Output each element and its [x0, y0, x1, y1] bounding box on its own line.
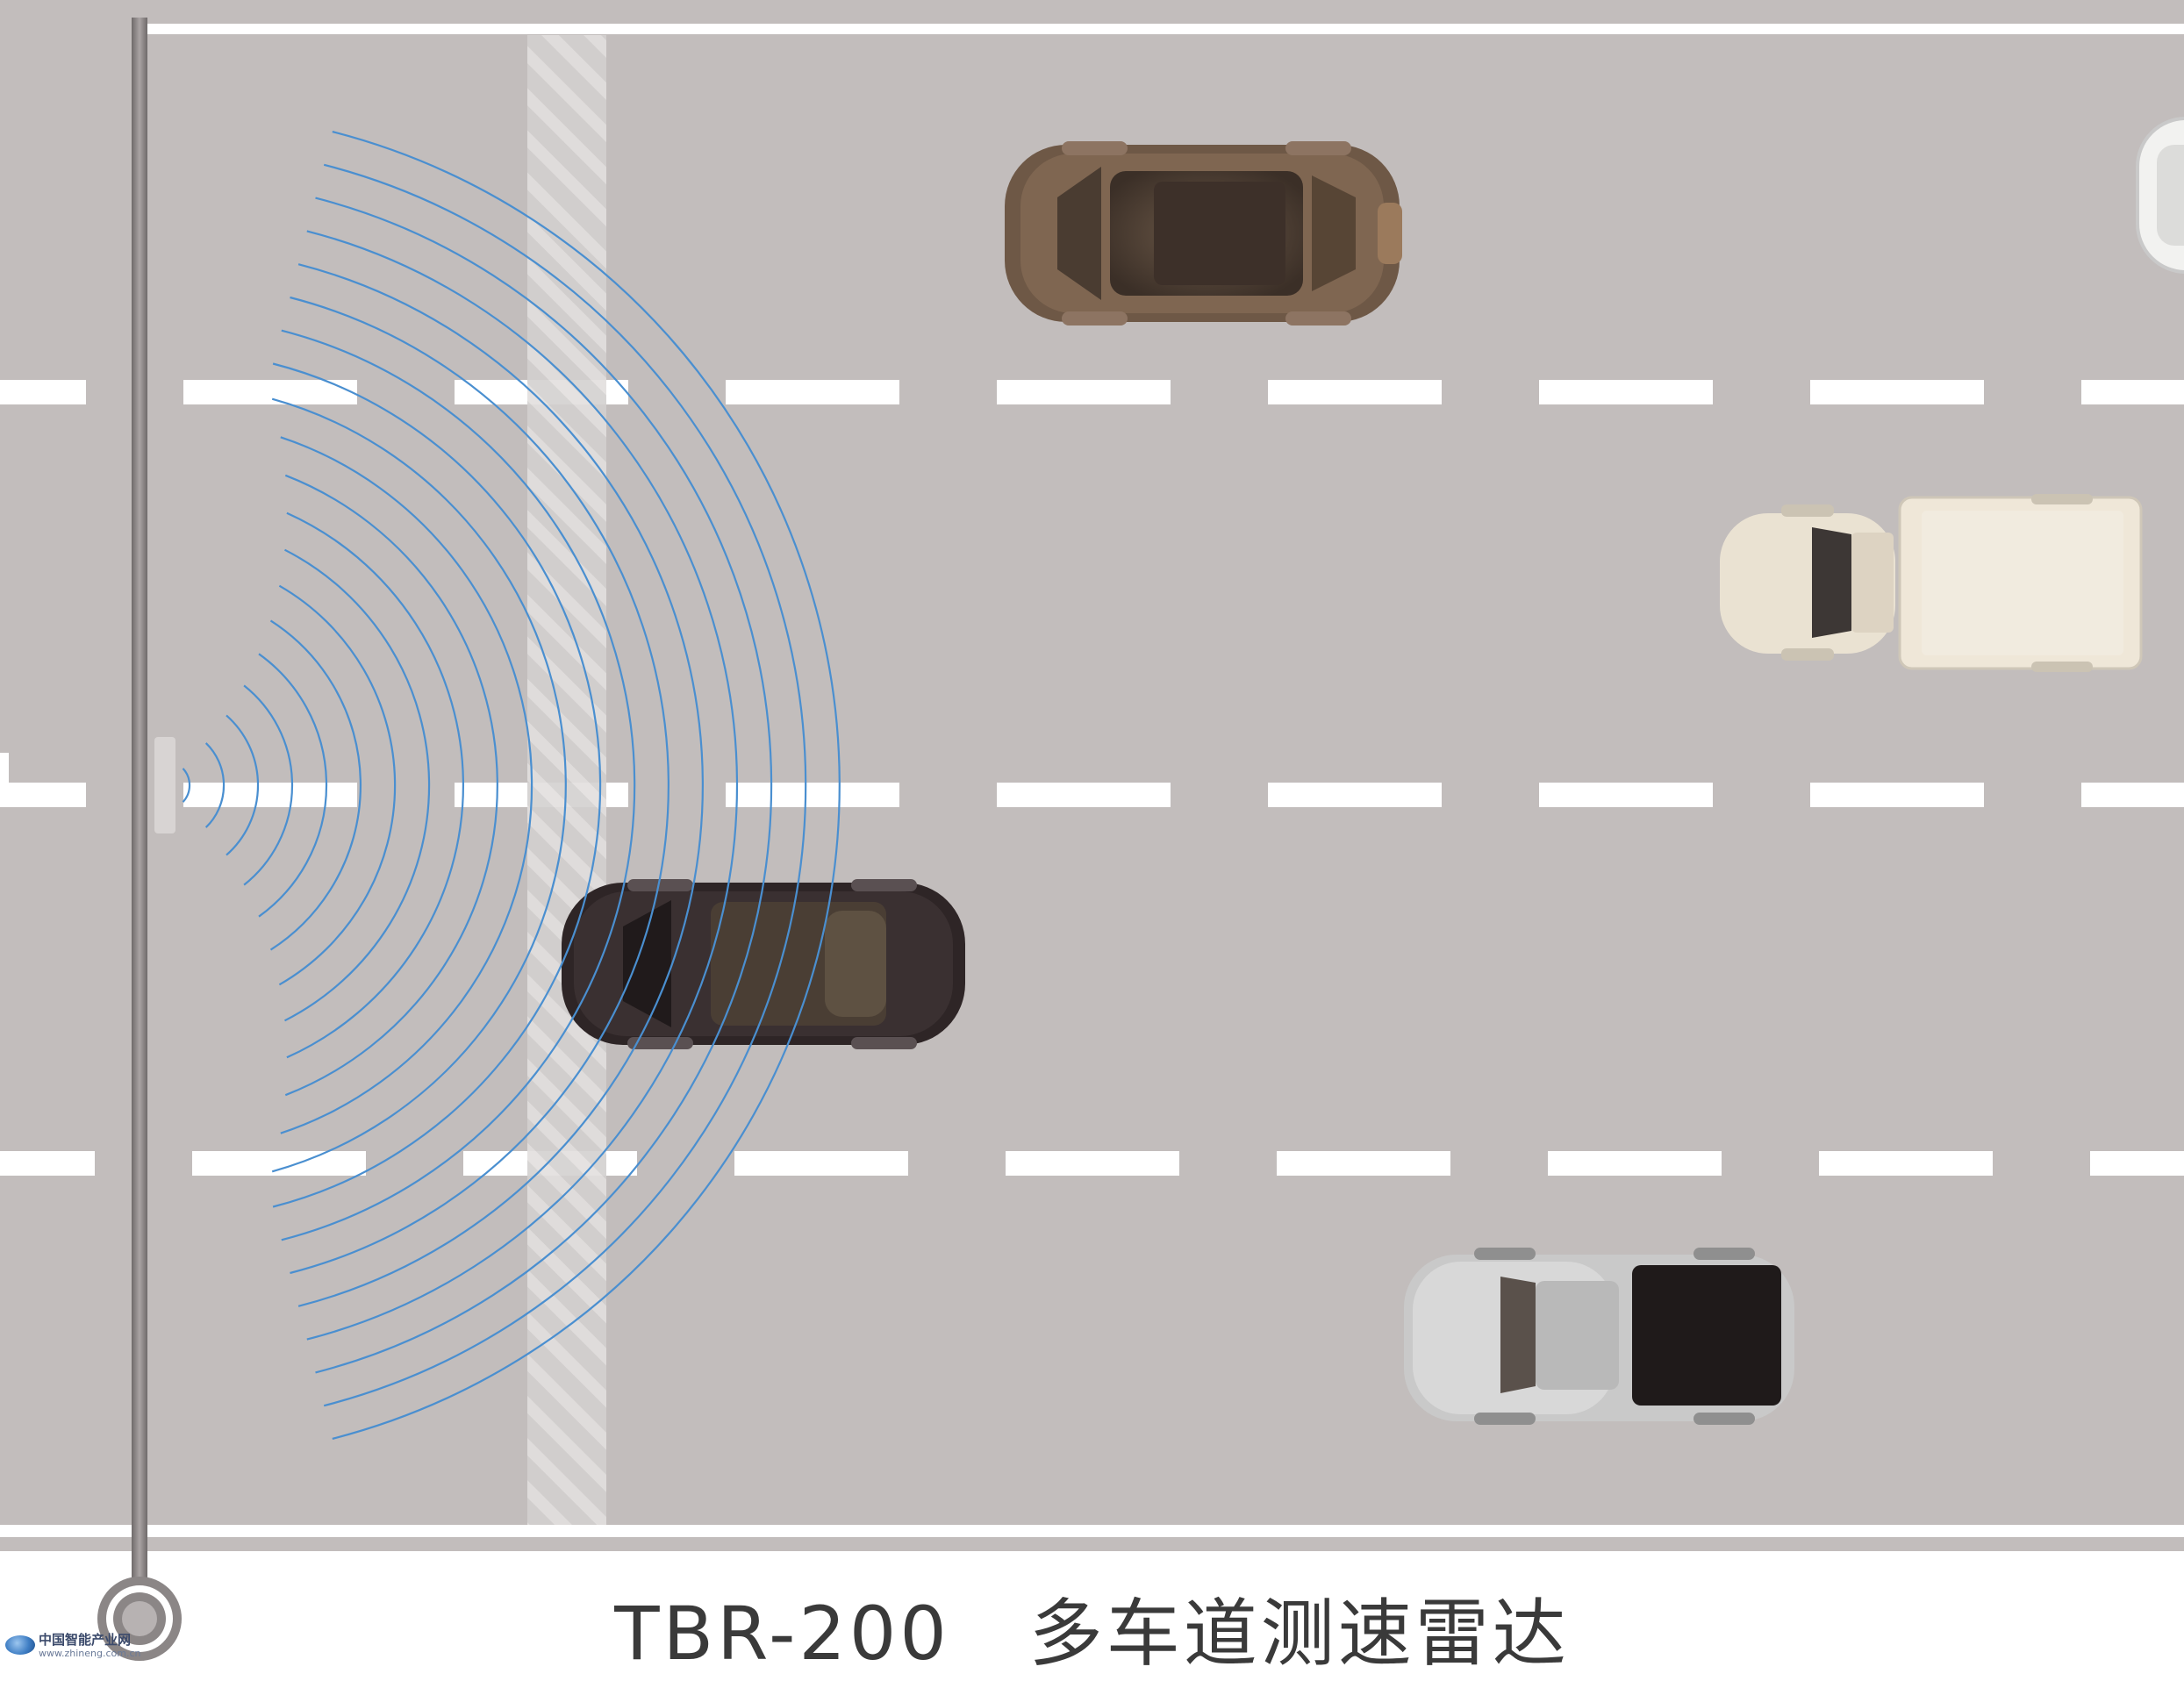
- radar-waves: [182, 131, 841, 1440]
- globe-icon: [5, 1635, 35, 1655]
- radar-wave-arc: [290, 296, 670, 1275]
- lane-dash: [734, 1151, 908, 1176]
- radar-wave-arc: [226, 714, 260, 856]
- lane-dash: [1810, 380, 1984, 404]
- cream-truck: [1720, 494, 2143, 672]
- product-model: TBR-200: [614, 1591, 950, 1677]
- lane-dash: [1539, 783, 1713, 807]
- radar-wave-arc: [315, 197, 773, 1374]
- lane-dash: [1810, 783, 1984, 807]
- white-suv-edge: [2136, 117, 2184, 274]
- radar-wave-arc: [284, 548, 431, 1022]
- watermark-url: www.zhineng.com.cn: [39, 1648, 141, 1659]
- product-description: 多车道测速雷达: [1028, 1591, 1570, 1677]
- radar-wave-arc: [182, 768, 191, 803]
- radar-wave-arc: [284, 474, 498, 1097]
- lane-dash: [0, 783, 86, 807]
- top-edge-line: [145, 24, 2184, 34]
- pole: [132, 18, 147, 1597]
- lane-dash: [183, 783, 357, 807]
- radar-wave-arc: [243, 684, 294, 886]
- radar-wave-arc: [269, 619, 362, 951]
- lane-dash: [726, 783, 899, 807]
- lane-dash: [2081, 380, 2184, 404]
- diagram-caption: TBR-200 多车道测速雷达: [0, 1575, 2184, 1681]
- road-shoulder: [0, 1551, 2184, 1672]
- lane-dash: [726, 380, 899, 404]
- radar-wave-arc: [258, 653, 328, 918]
- lane-dash: [183, 380, 357, 404]
- radar-wave-arc: [272, 362, 602, 1208]
- lane-dash: [1006, 1151, 1179, 1176]
- bottom-edge-line: [0, 1525, 2184, 1537]
- silver-pickup: [1404, 1248, 1794, 1425]
- radar-wave-arc: [278, 584, 397, 986]
- black-sedan: [562, 879, 965, 1049]
- radar-wave-arc: [323, 163, 807, 1407]
- lane-dash: [1548, 1151, 1722, 1176]
- detection-zone: [527, 35, 606, 1525]
- brown-suv: [1005, 141, 1402, 325]
- lane-dash: [1268, 783, 1442, 807]
- lane-dash: [1819, 1151, 1993, 1176]
- sign-fragment: [0, 753, 9, 805]
- lane-dash: [997, 380, 1171, 404]
- radar-wave-arc: [297, 263, 704, 1307]
- site-watermark: 中国智能产业网 www.zhineng.com.cn: [4, 1630, 144, 1669]
- radar-wave-arc: [271, 397, 567, 1173]
- radar-wave-arc: [281, 329, 636, 1241]
- watermark-name: 中国智能产业网: [39, 1632, 132, 1648]
- lane-dash: [192, 1151, 366, 1176]
- pole-base: [97, 1577, 182, 1661]
- radar-wave-arc: [280, 436, 533, 1134]
- lane-dash: [1277, 1151, 1450, 1176]
- lane-dash: [0, 1151, 95, 1176]
- radar-unit: [154, 737, 175, 833]
- radar-wave-arc: [286, 511, 464, 1059]
- lane-dash: [1539, 380, 1713, 404]
- lane-dash: [2090, 1151, 2184, 1176]
- lane-dash: [997, 783, 1171, 807]
- radar-wave-arc: [332, 131, 841, 1440]
- lane-dash: [0, 380, 86, 404]
- radar-wave-arc: [306, 230, 738, 1341]
- lane-dash: [2081, 783, 2184, 807]
- radar-wave-arc: [204, 742, 226, 828]
- lane-dash: [1268, 380, 1442, 404]
